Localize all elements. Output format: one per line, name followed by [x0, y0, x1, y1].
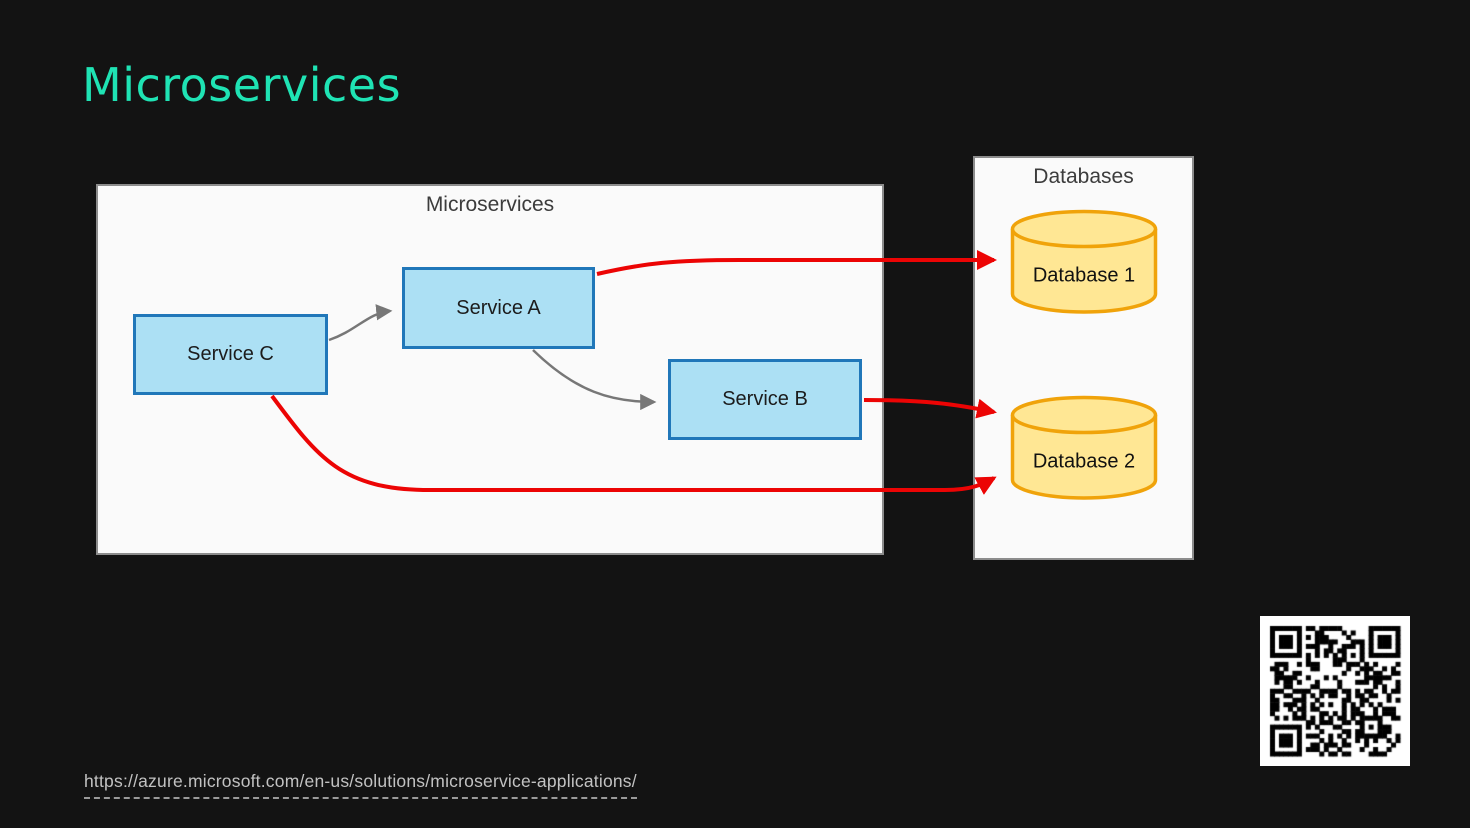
qr-code: [1260, 616, 1410, 766]
node-service-a-label: Service A: [456, 296, 541, 319]
footer-url-link[interactable]: https://azure.microsoft.com/en-us/soluti…: [84, 771, 637, 799]
node-database-2: Database 2: [1010, 394, 1158, 502]
node-service-b: Service B: [668, 359, 862, 440]
node-database-1: Database 1: [1010, 208, 1158, 316]
node-database-1-label: Database 1: [1032, 264, 1136, 287]
node-database-2-label: Database 2: [1032, 450, 1136, 473]
database-cylinder-icon: [1010, 395, 1158, 500]
qr-code-pattern: [1260, 616, 1410, 766]
node-service-b-label: Service B: [722, 388, 808, 410]
database-cylinder-icon: [1010, 209, 1158, 314]
node-service-c-label: Service C: [187, 343, 274, 365]
node-service-a: Service A: [402, 267, 595, 349]
microservices-group-label: Microservices: [425, 193, 555, 216]
slide-title: Microservices: [82, 58, 402, 112]
node-service-c: Service C: [133, 314, 328, 395]
databases-group-label: Databases: [1033, 165, 1134, 188]
